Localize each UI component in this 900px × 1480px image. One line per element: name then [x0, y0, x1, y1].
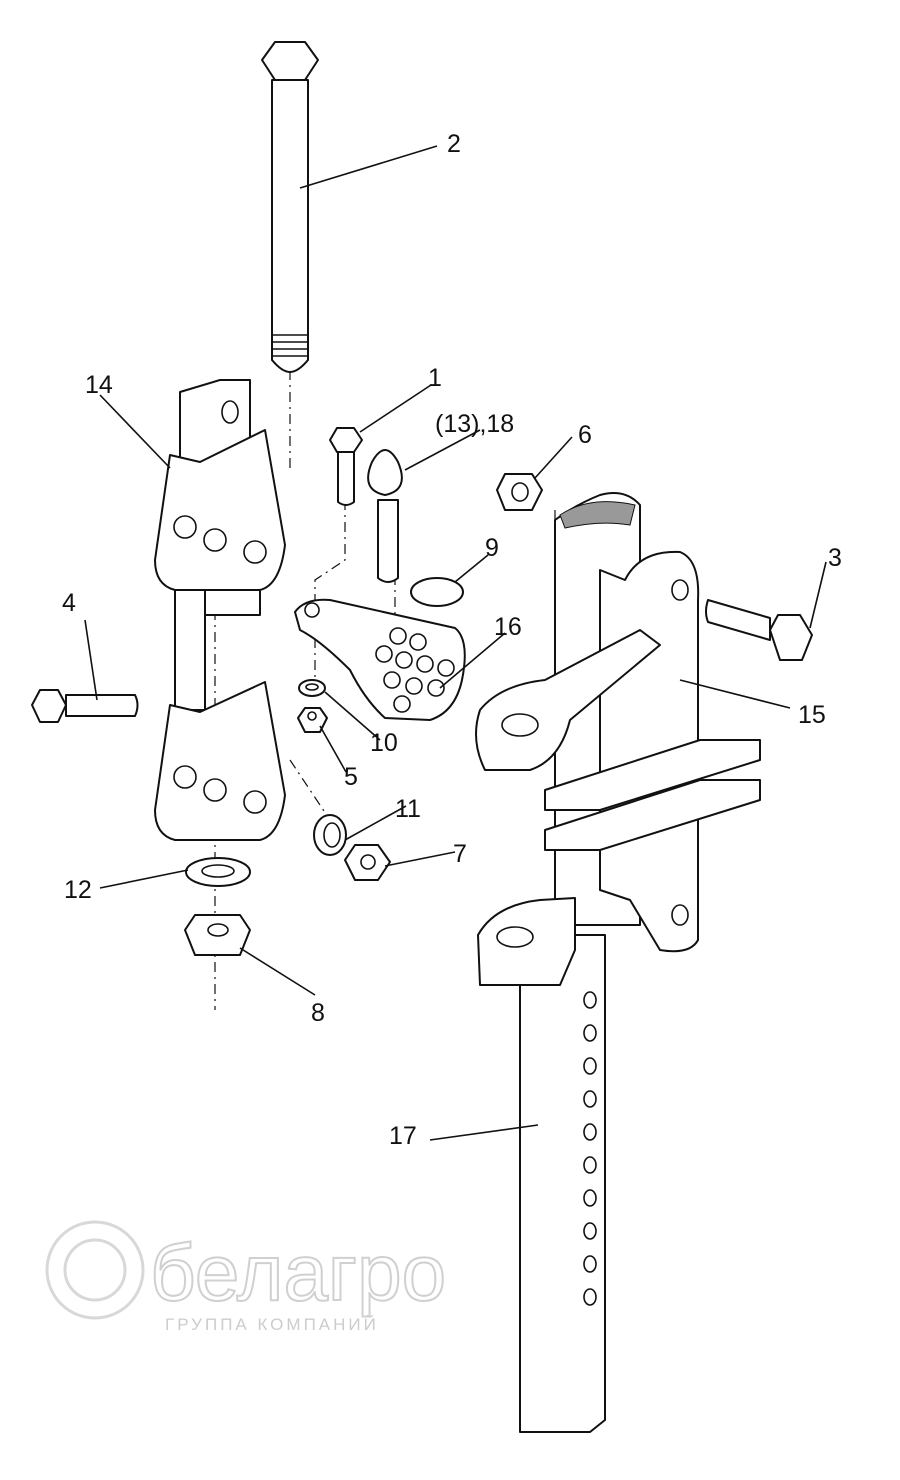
callout-2: 2 [447, 130, 461, 158]
callout-10: 10 [370, 729, 398, 757]
callout-8: 8 [311, 999, 325, 1027]
part-15-bracket [475, 550, 761, 986]
callout-17: 17 [389, 1122, 417, 1150]
callout-13-18: (13),18 [435, 410, 514, 438]
part-4-bolt [31, 689, 139, 723]
callout-7: 7 [453, 840, 467, 868]
part-16-plate [294, 598, 466, 721]
callout-1: 1 [428, 364, 442, 392]
part-9-spring-ring [410, 577, 464, 607]
callout-16: 16 [494, 613, 522, 641]
callout-4: 4 [62, 589, 76, 617]
part-1-bolt [329, 427, 363, 506]
part-11-washer [313, 814, 347, 856]
watermark-logo: белагро ГРУППА КОМПАНИЙ [45, 1220, 447, 1334]
callout-14: 14 [85, 371, 113, 399]
part-10-washer [298, 679, 326, 697]
part-5-nut [297, 707, 328, 733]
part-3-bolt [705, 599, 813, 661]
part-7-nut [344, 844, 391, 881]
callout-15: 15 [798, 701, 826, 729]
part-6-nut [496, 473, 543, 511]
callout-3: 3 [828, 544, 842, 572]
callout-11: 11 [395, 795, 421, 823]
svg-text:белагро: белагро [150, 1228, 446, 1317]
part-14-bracket [154, 379, 286, 841]
callout-6: 6 [578, 421, 592, 449]
part-18-pin [367, 449, 403, 583]
part-2-long-bolt [261, 41, 319, 373]
callout-5: 5 [344, 763, 358, 791]
callout-9: 9 [485, 534, 499, 562]
part-8-nut [184, 914, 251, 956]
svg-text:ГРУППА КОМПАНИЙ: ГРУППА КОМПАНИЙ [165, 1315, 379, 1334]
part-12-washer [185, 857, 251, 887]
callout-12: 12 [64, 876, 92, 904]
part-17-bar [519, 492, 641, 1433]
